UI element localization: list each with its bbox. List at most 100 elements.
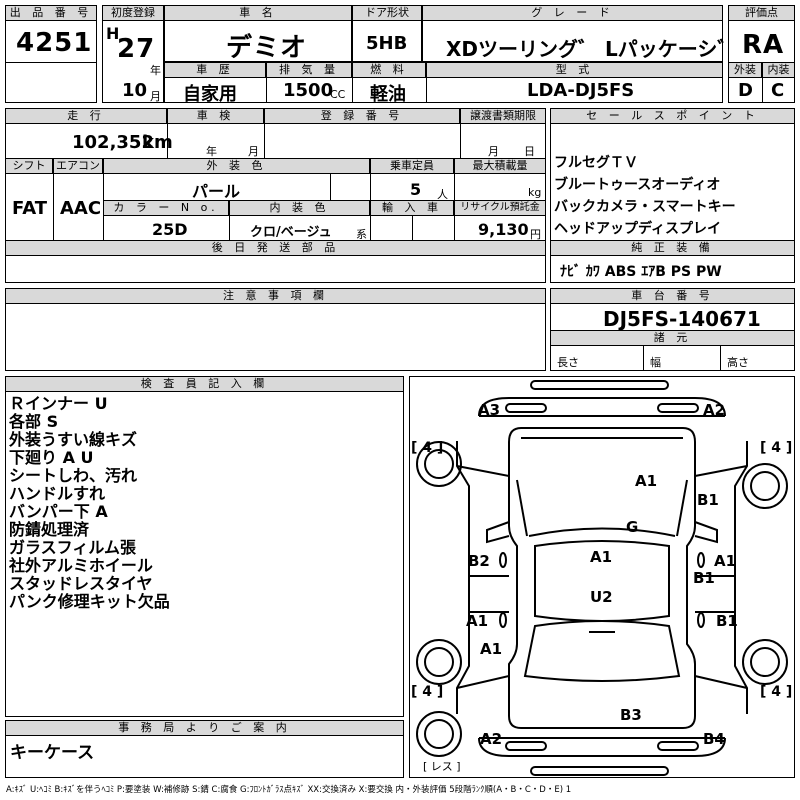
damage-mark: G bbox=[626, 518, 639, 536]
transfer-day-unit: 日 bbox=[524, 145, 535, 158]
import-label: 輸 入 車 bbox=[370, 200, 454, 216]
exterior-color-label: 外 装 色 bbox=[103, 158, 370, 174]
fuel-label: 燃 料 bbox=[352, 62, 426, 78]
inspection-month-unit: 月 bbox=[248, 145, 259, 158]
exterior-color: パール bbox=[192, 182, 241, 201]
recycle-fee-unit: 円 bbox=[530, 228, 541, 241]
damage-mark: B1 bbox=[716, 612, 738, 630]
inspector-note: ガラスフィルム張 bbox=[9, 538, 137, 557]
first-registration-box bbox=[102, 5, 164, 103]
damage-mark: B4 bbox=[703, 730, 725, 748]
genuine-equipment-label: 純 正 装 備 bbox=[550, 240, 795, 256]
inspector-note: 外装うすい線キズ bbox=[9, 430, 138, 449]
int-grade: C bbox=[771, 80, 785, 101]
inspection-label: 車 検 bbox=[167, 108, 264, 124]
chassis-no: DJ5FS-140671 bbox=[603, 307, 761, 331]
damage-mark: A1 bbox=[466, 612, 489, 630]
capacity-unit: 人 bbox=[437, 188, 448, 201]
aircon: AAC bbox=[60, 198, 102, 219]
damage-mark: A1 bbox=[714, 552, 737, 570]
damage-mark: A2 bbox=[480, 730, 503, 748]
damage-mark: A2 bbox=[703, 401, 726, 419]
era: H bbox=[106, 24, 120, 43]
inspector-note: 社外アルミホイール bbox=[9, 556, 153, 575]
fuel: 軽油 bbox=[370, 84, 406, 105]
interior-color-unit: 系 bbox=[356, 228, 367, 241]
inspector-note: 各部 S bbox=[9, 412, 59, 431]
inspector-note: ハンドルすれ bbox=[9, 484, 106, 503]
spec-label: 諸 元 bbox=[550, 330, 795, 346]
model-code: LDA-DJ5FS bbox=[527, 80, 635, 101]
tire-tread-front-right: [ 4 ] bbox=[760, 440, 793, 456]
mileage-label: 走 行 bbox=[5, 108, 167, 124]
door-type-label: ドア形状 bbox=[352, 5, 422, 21]
first-registration-label: 初度登録 bbox=[102, 5, 164, 21]
length-label: 長さ bbox=[557, 356, 579, 369]
lot-number-box bbox=[5, 5, 97, 103]
lot-number-label: 出 品 番 号 bbox=[5, 5, 97, 21]
damage-mark: A1 bbox=[590, 548, 613, 566]
car-body-outline bbox=[416, 380, 788, 776]
damage-mark: A1 bbox=[635, 472, 658, 490]
lot-number: 4251 bbox=[16, 28, 93, 58]
inspector-note: シートしわ、汚れ bbox=[9, 466, 138, 485]
ext-grade: D bbox=[738, 80, 753, 101]
tire-tread-front-left: [ 4 ] bbox=[411, 440, 444, 456]
chassis-no-label: 車 台 番 号 bbox=[550, 288, 795, 304]
reg-month: 10 bbox=[122, 80, 148, 101]
sales-point: フルセグＴＶ bbox=[554, 155, 638, 171]
damage-mark: B1 bbox=[697, 491, 719, 509]
recycle-fee: 9,130 bbox=[478, 220, 529, 239]
max-load-unit: kg bbox=[528, 186, 542, 199]
int-grade-label: 内装 bbox=[762, 62, 795, 78]
model-label: 型 式 bbox=[426, 62, 723, 78]
tire-tread-rear-right: [ 4 ] bbox=[760, 684, 793, 700]
aircon-label: エアコン bbox=[53, 158, 103, 174]
sales-point: ヘッドアップディスプレイ bbox=[554, 221, 722, 237]
interior-color: クロ/ベージュ bbox=[250, 225, 332, 240]
reg-month-unit: 月 bbox=[150, 90, 161, 103]
later-parts-label: 後 日 発 送 部 品 bbox=[5, 240, 546, 256]
ext-grade-label: 外装 bbox=[728, 62, 762, 78]
damage-mark: A1 bbox=[480, 640, 503, 658]
office-notice-label: 事 務 局 よ り ご 案 内 bbox=[5, 720, 404, 736]
registration-no-label: 登 録 番 号 bbox=[264, 108, 460, 124]
sales-point: バックカメラ・スマートキー bbox=[554, 199, 736, 215]
inspection-year-unit: 年 bbox=[206, 145, 217, 158]
inspector-note: バンパー下 A bbox=[9, 502, 108, 521]
shift-label: シフト bbox=[5, 158, 53, 174]
score-label: 評価点 bbox=[728, 5, 795, 21]
mileage: 102,352 bbox=[72, 132, 154, 153]
spare-tire-label: [ レス ] bbox=[423, 760, 461, 773]
inspector-note: パンク修理キット欠品 bbox=[9, 592, 170, 611]
inspector-notes: Ｒインナー U 各部 S 外装うすい線キズ 下廻り A U シートしわ、汚れ ハ… bbox=[9, 395, 170, 611]
history-label: 車 歴 bbox=[164, 62, 266, 78]
inspector-note: Ｒインナー U bbox=[9, 394, 108, 413]
inspector-note: 下廻り A U bbox=[9, 448, 94, 467]
inspector-note: 防錆処理済 bbox=[9, 520, 90, 539]
inspector-notes-label: 検 査 員 記 入 欄 bbox=[5, 376, 404, 392]
transfer-month-unit: 月 bbox=[488, 145, 499, 158]
history: 自家用 bbox=[183, 84, 237, 105]
genuine-equipment: ﾅﾋﾞ ｶﾜ ABS ｴｱB PS PW bbox=[560, 264, 722, 280]
damage-mark: B3 bbox=[620, 706, 642, 724]
displacement-label: 排 気 量 bbox=[266, 62, 352, 78]
office-notice: キーケース bbox=[10, 743, 95, 763]
capacity-label: 乗車定員 bbox=[370, 158, 454, 174]
width-label: 幅 bbox=[650, 356, 661, 369]
score: RA bbox=[742, 30, 785, 60]
car-name-label: 車 名 bbox=[164, 5, 352, 21]
transfer-deadline-label: 譲渡書類期限 bbox=[460, 108, 546, 124]
displacement-unit: CC bbox=[330, 88, 346, 101]
color-no: 25D bbox=[152, 220, 188, 239]
inspector-note: スタッドレスタイヤ bbox=[9, 574, 153, 593]
damage-mark: A3 bbox=[478, 401, 501, 419]
caution-label: 注 意 事 項 欄 bbox=[5, 288, 546, 304]
recycle-fee-label: リサイクル預託金 bbox=[454, 200, 546, 216]
damage-mark: B1 bbox=[693, 569, 715, 587]
shift: FAT bbox=[12, 198, 48, 219]
height-label: 高さ bbox=[727, 356, 749, 369]
max-load-label: 最大積載量 bbox=[454, 158, 546, 174]
damage-mark: B2 bbox=[468, 552, 490, 570]
door-type: 5HB bbox=[366, 33, 408, 54]
